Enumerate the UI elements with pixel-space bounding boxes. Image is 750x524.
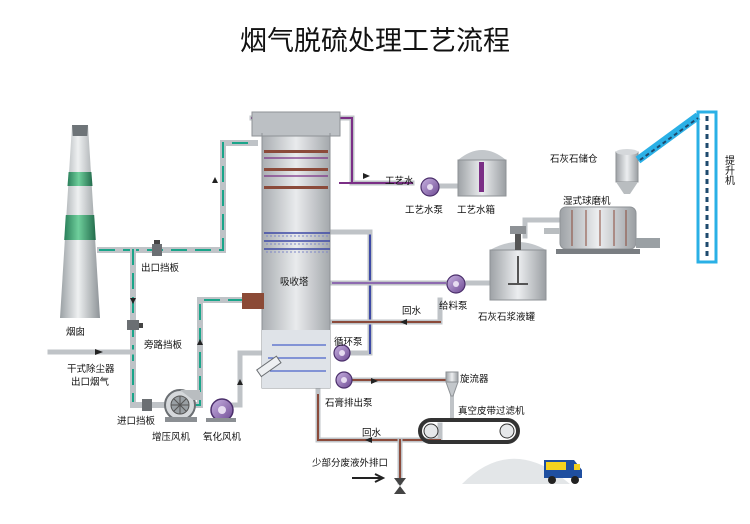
outlet-flue-gas-label: 出口烟气 bbox=[71, 376, 110, 388]
hydrocyclone-label: 旋流器 bbox=[460, 373, 489, 385]
process-water-label: 工艺水 bbox=[385, 175, 414, 187]
chimney bbox=[60, 125, 100, 318]
oxidation-fan-label: 氧化风机 bbox=[203, 431, 242, 443]
limestone-slurry-tank bbox=[489, 226, 547, 301]
circulation-pump-label: 循环泵 bbox=[334, 336, 363, 348]
process-water-pump-label: 工艺水泵 bbox=[405, 204, 444, 216]
bucket-elevator bbox=[635, 110, 718, 264]
booster-fan bbox=[164, 389, 200, 422]
vacuum-belt-filter bbox=[418, 418, 520, 444]
wastewater-outlet-label: 少部分废液外排口 bbox=[312, 457, 388, 469]
process-water-pump bbox=[420, 177, 440, 197]
absorber-label: 吸收塔 bbox=[280, 276, 309, 288]
diagram-title: 烟气脱硫处理工艺流程 bbox=[240, 26, 510, 57]
circulation-pump bbox=[333, 344, 351, 362]
inlet-damper bbox=[142, 399, 152, 411]
wet-ball-mill-label: 湿式球磨机 bbox=[563, 195, 611, 207]
process-water-tank-label: 工艺水箱 bbox=[457, 204, 495, 216]
oxidation-fan bbox=[206, 398, 236, 422]
bypass-damper bbox=[127, 320, 143, 330]
limestone-silo-label: 石灰石储仓 bbox=[550, 153, 598, 165]
feed-pump bbox=[446, 274, 466, 294]
wastewater-arrow-icon bbox=[352, 473, 386, 483]
chimney-label: 烟囱 bbox=[66, 326, 85, 338]
hydrocyclone bbox=[445, 371, 459, 397]
vacuum-belt-filter-label: 真空皮带过滤机 bbox=[458, 405, 525, 417]
gypsum-pump bbox=[335, 371, 353, 389]
pipes bbox=[47, 115, 563, 485]
feed-pump-label: 给料泵 bbox=[439, 300, 468, 312]
wet-ball-mill bbox=[544, 206, 660, 254]
booster-fan-label: 增压风机 bbox=[152, 431, 191, 443]
inlet-damper-label: 进口挡板 bbox=[117, 415, 156, 427]
limestone-slurry-tank-label: 石灰石浆液罐 bbox=[478, 311, 536, 323]
dry-dust-collector-label: 干式除尘器 bbox=[67, 363, 115, 375]
outlet-damper-label: 出口挡板 bbox=[141, 262, 180, 274]
limestone-silo bbox=[615, 149, 639, 194]
gypsum-pump-label: 石膏排出泵 bbox=[325, 397, 373, 409]
absorber-tower bbox=[242, 111, 341, 389]
bypass-damper-label: 旁路挡板 bbox=[144, 339, 183, 351]
outlet-valve bbox=[394, 478, 406, 494]
dump-truck bbox=[544, 460, 582, 484]
return-water-label-1: 回水 bbox=[402, 305, 422, 317]
gypsum-pile bbox=[462, 458, 570, 484]
elevator-label: 提升机 bbox=[723, 155, 735, 186]
return-water-label-2: 回水 bbox=[362, 427, 382, 439]
outlet-damper bbox=[152, 240, 162, 256]
process-water-tank bbox=[457, 150, 507, 197]
